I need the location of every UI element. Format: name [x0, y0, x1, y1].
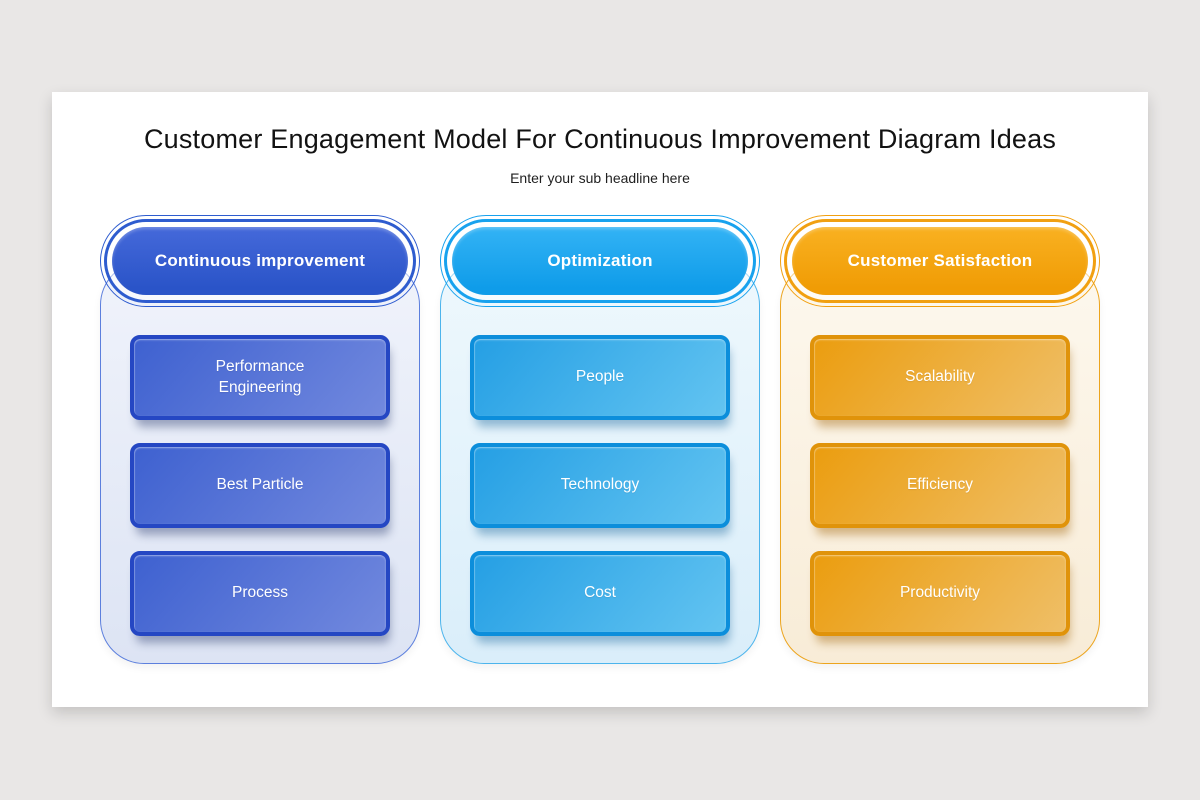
column-continuous-improvement: Continuous improvement Performance Engin…	[100, 215, 420, 664]
column-header-pill: Continuous improvement	[112, 227, 408, 295]
column-header-pill: Optimization	[452, 227, 748, 295]
column-customer-satisfaction: Customer Satisfaction Scalability Effici…	[780, 215, 1100, 664]
column-optimization: Optimization People Technology Cost	[440, 215, 760, 664]
item-box: Productivity	[810, 551, 1070, 636]
column-header-pill: Customer Satisfaction	[792, 227, 1088, 295]
item-label: Scalability	[905, 368, 975, 386]
item-label: Technology	[560, 476, 640, 494]
column-items: Scalability Efficiency Productivity	[780, 307, 1100, 636]
item-label: Best Particle	[216, 476, 304, 494]
pill-ring-outer: Continuous improvement	[100, 215, 420, 307]
item-box: People	[470, 335, 730, 420]
slide-title: Customer Engagement Model For Continuous…	[143, 124, 1057, 154]
item-box: Scalability	[810, 335, 1070, 420]
pill-ring-mid: Customer Satisfaction	[784, 219, 1096, 303]
item-box: Cost	[470, 551, 730, 636]
pill-ring-mid: Optimization	[444, 219, 756, 303]
item-box: Technology	[470, 443, 730, 528]
pill-ring-outer: Customer Satisfaction	[780, 215, 1100, 307]
column-items: Performance Engineering Best Particle Pr…	[100, 307, 420, 636]
item-box: Process	[130, 551, 390, 636]
slide-canvas: Customer Engagement Model For Continuous…	[52, 92, 1148, 707]
item-label: People	[575, 368, 625, 386]
item-label: Cost	[584, 584, 616, 602]
item-label: Process	[232, 584, 288, 602]
item-label: Productivity	[899, 584, 981, 602]
pill-ring-outer: Optimization	[440, 215, 760, 307]
item-box: Performance Engineering	[130, 335, 390, 420]
item-box: Best Particle	[130, 443, 390, 528]
pill-ring-mid: Continuous improvement	[104, 219, 416, 303]
item-box: Efficiency	[810, 443, 1070, 528]
item-label: Efficiency	[906, 476, 974, 494]
column-items: People Technology Cost	[440, 307, 760, 636]
columns-row: Continuous improvement Performance Engin…	[100, 215, 1100, 664]
item-label: Performance Engineering	[215, 357, 305, 396]
slide-subtitle: Enter your sub headline here	[510, 170, 690, 186]
